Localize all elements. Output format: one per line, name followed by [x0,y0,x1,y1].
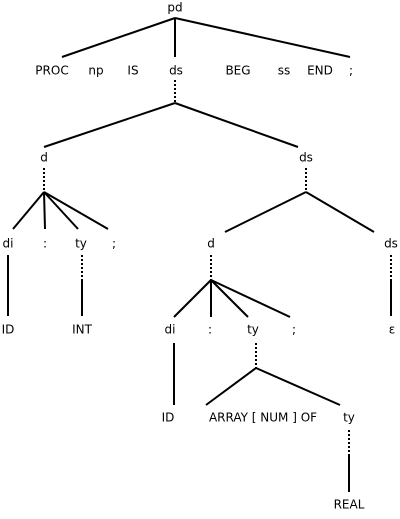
edge-d2-di2 [173,279,212,318]
node-semi-left: ; [112,237,116,251]
node-colon-mid: : [208,323,212,337]
node-d-left: d [40,151,48,165]
node-semi-top: ; [349,64,353,78]
tree-nodes: pd PROC np IS ds BEG ss END ; d ds di : … [2,1,398,512]
node-np: np [88,64,103,78]
edge-ty2-array [205,367,257,406]
node-pd: pd [167,1,182,15]
tree-edges [7,17,392,492]
edge-ds2-ds3 [305,191,375,233]
edge-d1-semi2 [43,191,109,230]
node-ds-far-right: ds [384,237,398,251]
edge-ds2-d2 [224,191,307,233]
edge-d1-di1 [12,191,45,230]
edge-pd-semi [174,17,351,58]
node-semi-mid: ; [292,323,296,337]
node-ds-right: ds [299,151,313,165]
node-ty-mid: ty [247,323,259,337]
node-ds-top: ds [169,64,183,78]
node-id-mid: ID [162,411,175,425]
node-real: REAL [334,498,365,512]
edge-ty2-ty3 [255,367,341,406]
edge-ds1-d1 [43,102,176,148]
node-int: INT [72,323,93,337]
node-epsilon: ε [389,323,396,337]
edge-d2-ty2 [210,279,249,318]
edge-ds1-ds2 [174,102,299,148]
edge-d1-colon1 [43,191,46,230]
node-ss: ss [278,64,291,78]
node-d-mid: d [207,237,215,251]
node-end: END [307,64,333,78]
node-beg: BEG [225,64,250,78]
node-di-left: di [3,237,14,251]
node-colon-left: : [43,237,47,251]
node-array-num-of: ARRAY [ NUM ] OF [209,411,317,425]
node-ty-inner: ty [343,411,355,425]
edge-d2-semi3 [210,279,291,318]
node-ty-left: ty [75,237,87,251]
edge-d1-ty1 [43,191,79,230]
node-proc: PROC [35,64,68,78]
node-id-left: ID [2,323,15,337]
node-is: IS [127,64,138,78]
edge-pd-proc [61,17,176,58]
node-di-mid: di [165,323,176,337]
